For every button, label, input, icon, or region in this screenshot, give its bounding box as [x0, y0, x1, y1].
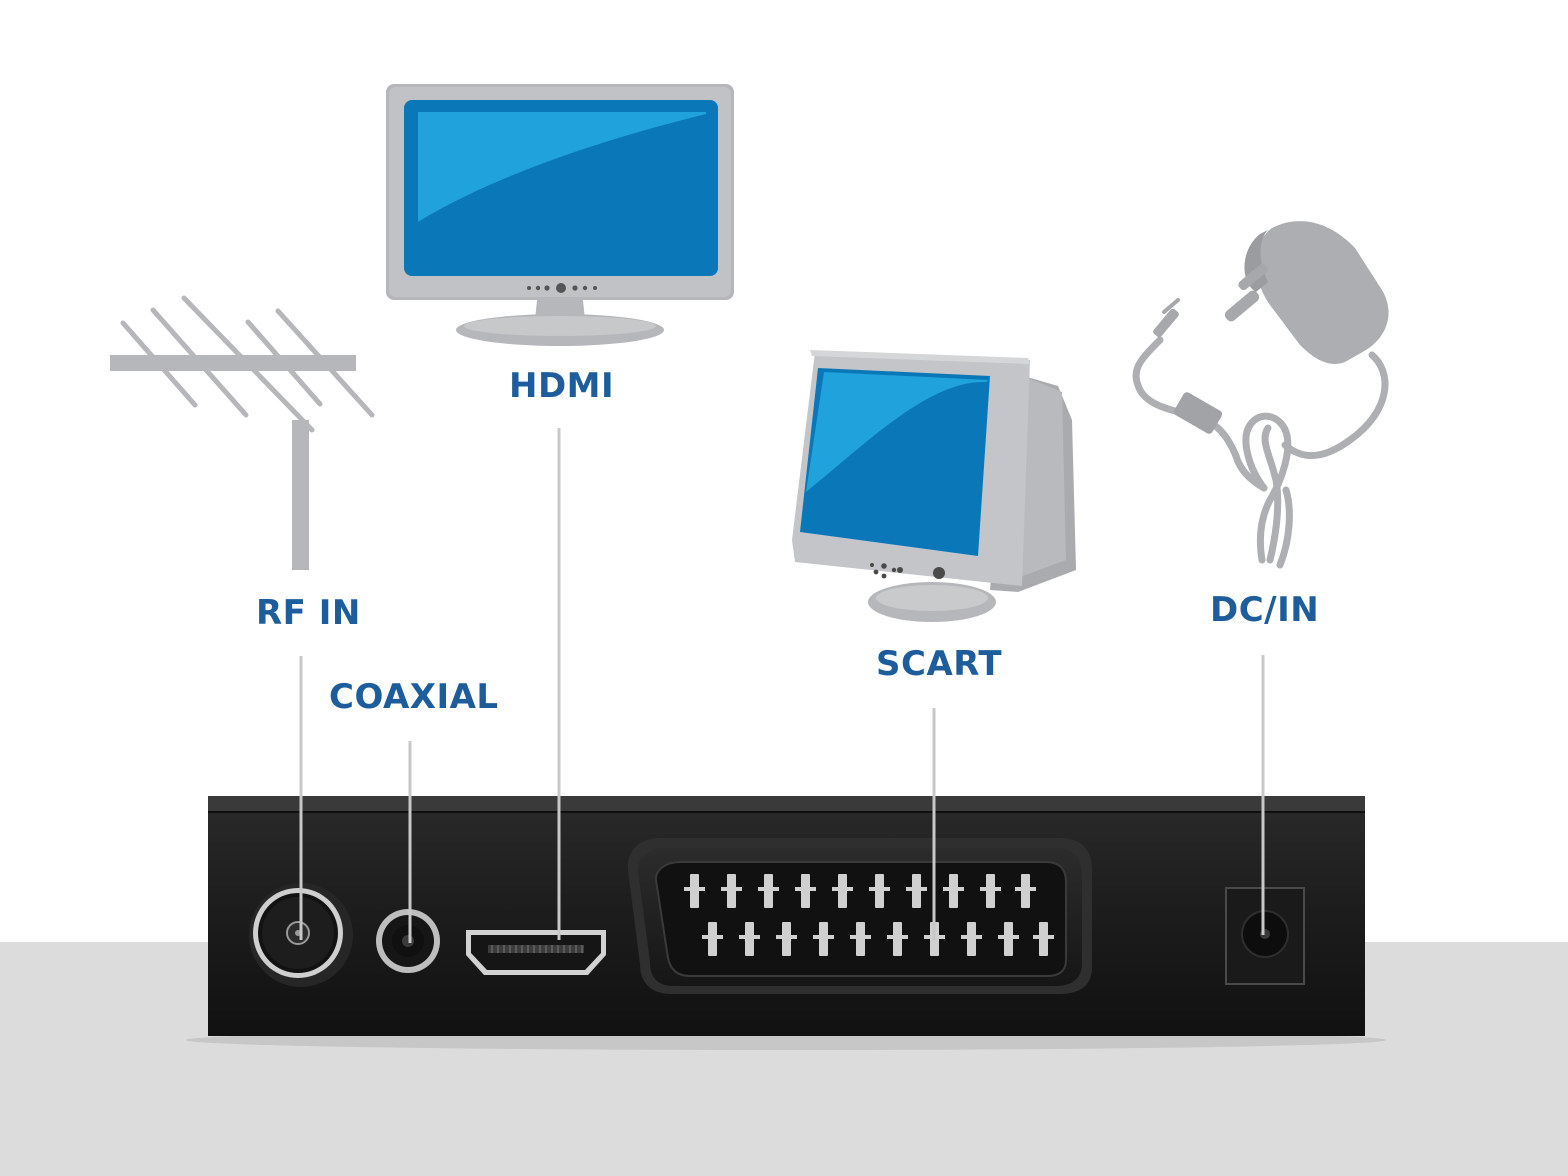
flat-tv-icon: [386, 84, 734, 346]
dc-in-port: [1225, 887, 1305, 985]
rf-in-port: [249, 883, 353, 987]
rf-in-label: RF IN: [256, 593, 361, 633]
power-adapter-icon: [1132, 221, 1389, 569]
coaxial-label: COAXIAL: [329, 677, 499, 717]
scart-label: SCART: [876, 644, 1003, 684]
scart-bottom-pins: [702, 922, 1054, 956]
hdmi-port: [466, 930, 606, 975]
dc-in-label: DC/IN: [1210, 590, 1320, 630]
receiver-box: [208, 796, 1365, 1036]
hdmi-label: HDMI: [509, 366, 615, 406]
connector-lines: [299, 428, 1265, 943]
scart-port: [627, 838, 1092, 994]
scart-top-pins: [684, 874, 1036, 908]
crt-tv-icon: [792, 350, 1076, 622]
antenna-icon: [110, 295, 375, 570]
coaxial-port: [376, 909, 440, 973]
